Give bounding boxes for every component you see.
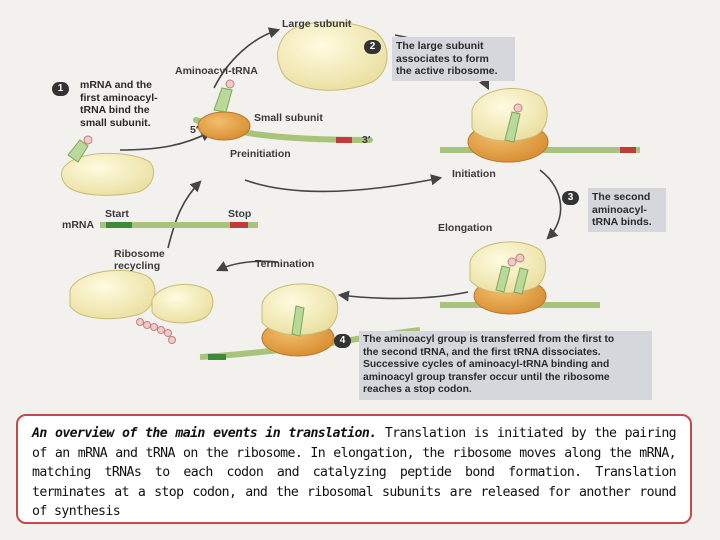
label-stop: Stop (228, 208, 252, 220)
arrow-termination-to-recycling (215, 260, 279, 272)
caption-box: An overview of the main events in transl… (16, 414, 692, 524)
small-subunit-free (61, 152, 154, 196)
label-ribosome-recycling-1: Ribosome (114, 248, 165, 260)
free-subunit-and-trna (61, 135, 154, 196)
step-2-badge: 2 (364, 40, 381, 54)
trna-elongation-2 (513, 267, 529, 295)
trna-elongation-1 (495, 265, 511, 293)
trna-free (67, 139, 89, 163)
step-3-badge: 3 (562, 191, 579, 205)
mrna-start-stop (100, 222, 258, 228)
arrow-elongation-to-termination (337, 290, 469, 302)
label-elongation: Elongation (438, 222, 493, 234)
stop-codon (230, 222, 248, 228)
start-codon-termination (208, 354, 226, 360)
translation-cycle-diagram (61, 21, 640, 360)
stop-codon-initiation (620, 147, 636, 153)
label-three-prime: 3′ (362, 134, 371, 146)
label-aminoacyl-trna: Aminoacyl-tRNA (175, 65, 258, 77)
label-initiation: Initiation (452, 168, 496, 180)
caption-title: An overview of the main events in transl… (32, 426, 377, 441)
label-start: Start (105, 208, 129, 220)
step-4-note: The aminoacyl group is transferred from … (359, 331, 652, 400)
peptide-chain (136, 318, 176, 344)
arrow-initiation-to-elongation (539, 169, 562, 240)
recycling-subunits (69, 269, 214, 344)
amino-acid-initiation (513, 103, 523, 113)
trna-preinit (213, 87, 233, 113)
step-1-note: mRNA and the first aminoacyl- tRNA bind … (80, 79, 158, 129)
preinitiation-complex (193, 79, 373, 143)
amino-acid-free (83, 135, 93, 145)
start-codon (106, 222, 132, 228)
step-4-badge: 4 (334, 334, 351, 348)
label-five-prime: 5′ (190, 124, 199, 136)
large-subunit-free (277, 21, 388, 91)
step-3-note: The second aminoacyl- tRNA binds. (588, 188, 666, 232)
stop-codon-preinit (336, 137, 352, 143)
arrow-free-to-preinit (119, 130, 212, 151)
trna-termination (291, 305, 305, 337)
step-2-note: The large subunit associates to form the… (392, 37, 515, 81)
amino-acid-preinit (225, 79, 235, 89)
label-termination: Termination (255, 258, 315, 270)
label-mrna: mRNA (62, 219, 95, 231)
initiation-ribosome (440, 88, 640, 163)
label-ribosome-recycling-2: recycling (114, 260, 161, 272)
trna-initiation (504, 111, 521, 143)
step-1-badge: 1 (52, 82, 69, 96)
elongation-ribosome (440, 241, 600, 315)
arrow-loop (244, 174, 443, 193)
label-small-subunit: Small subunit (254, 112, 323, 124)
label-preinitiation: Preinitiation (230, 148, 291, 160)
caption-body: Translation is initiated by the pairing … (32, 426, 677, 519)
arrow-recycling-to-start (167, 180, 202, 249)
arrow-preinit-to-large (213, 27, 281, 89)
label-large-subunit: Large subunit (282, 18, 352, 30)
